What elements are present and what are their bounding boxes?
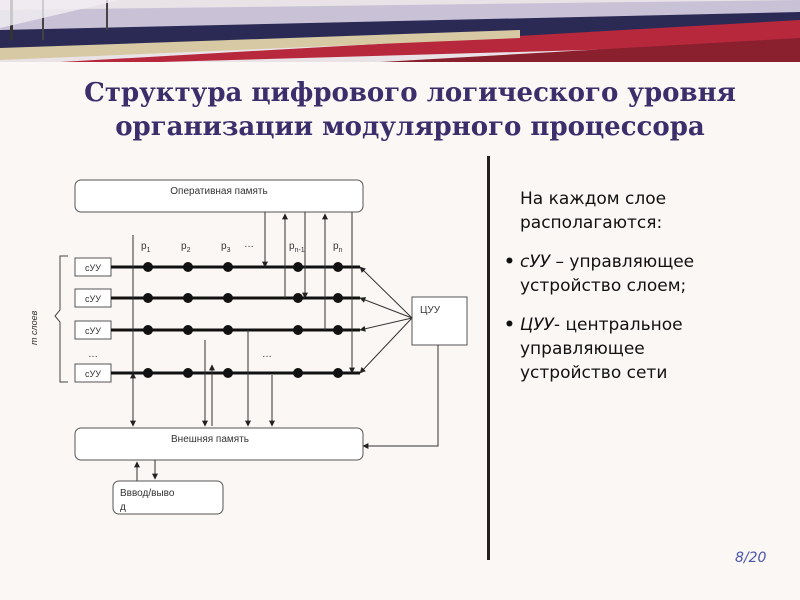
layer-units-ellipsis: …: [88, 349, 98, 360]
intro-line-2: располагаются:: [520, 211, 794, 235]
node: [223, 325, 233, 335]
bullet-mark: •: [504, 250, 520, 274]
processor-label-3: p3: [221, 241, 231, 254]
node: [143, 262, 153, 272]
bullet-mark: •: [504, 313, 520, 337]
node: [333, 262, 343, 272]
node: [223, 293, 233, 303]
layer-unit-label-1: сУУ: [85, 263, 101, 273]
processor-nodes: [143, 262, 343, 378]
bullet-2-text: - центральное: [554, 315, 683, 335]
bullet-2-term: ЦУУ: [520, 315, 554, 335]
node: [293, 325, 303, 335]
bullet-1-term: сУУ: [520, 252, 550, 272]
layers-brace: [55, 256, 68, 382]
io-label-line-1: Вввод/выво: [120, 488, 175, 499]
layer-unit-label-4: сУУ: [85, 369, 101, 379]
io-label-line-2: д: [120, 502, 126, 513]
page-number: 8/20: [735, 550, 766, 566]
bullet-central-unit: • ЦУУ- центральное управляющее устройств…: [504, 313, 794, 385]
bullet-2-line-2: управляющее: [504, 337, 794, 361]
processor-label-n: pn: [333, 241, 343, 254]
node: [143, 293, 153, 303]
bullet-1-line-2: устройство слоем;: [504, 274, 794, 298]
node: [293, 262, 303, 272]
node: [333, 325, 343, 335]
node: [333, 293, 343, 303]
node: [183, 325, 193, 335]
layer-unit-label-3: сУУ: [85, 326, 101, 336]
processor-label-n-1: pn-1: [289, 241, 305, 254]
intro-line-1: На каждом слое: [520, 187, 794, 211]
node: [143, 325, 153, 335]
processor-label-2: p2: [181, 241, 191, 254]
node: [183, 368, 193, 378]
intro: На каждом слое располагаются:: [504, 187, 794, 235]
bullet-1-text: – управляющее: [550, 252, 694, 272]
bullet-layer-unit: • сУУ – управляющее устройство слоем;: [504, 250, 794, 298]
bullet-2-line-3: устройство сети: [504, 361, 794, 385]
ext-memory-label: Внешняя память: [171, 434, 249, 445]
processor-label-1: p1: [141, 241, 151, 254]
ram-label: Оперативная память: [170, 186, 267, 197]
layers-label: m слоев: [29, 310, 39, 345]
node: [223, 262, 233, 272]
layer-unit-label-2: сУУ: [85, 294, 101, 304]
node: [183, 262, 193, 272]
processor-label-ellipsis: …: [244, 239, 254, 250]
node: [223, 368, 233, 378]
node: [143, 368, 153, 378]
node: [293, 293, 303, 303]
cu-fan-lines: [360, 267, 438, 446]
description-text: На каждом слое располагаются: • сУУ – уп…: [504, 187, 794, 385]
cu-label: ЦУУ: [420, 305, 441, 316]
vertical-divider: [487, 156, 490, 560]
node: [333, 368, 343, 378]
node: [293, 368, 303, 378]
node: [183, 293, 193, 303]
grid-ellipsis: …: [262, 349, 272, 360]
